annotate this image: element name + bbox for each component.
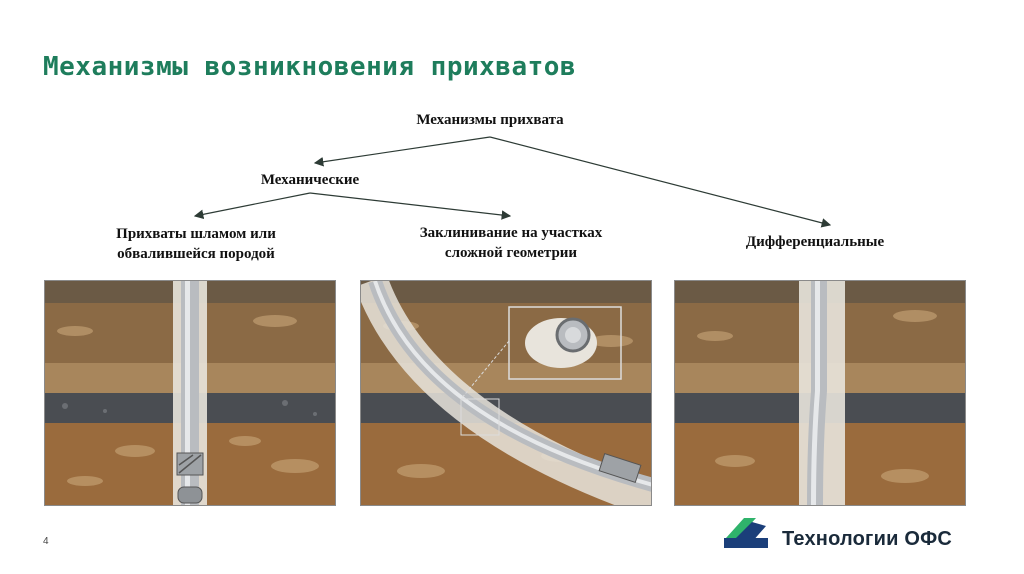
illustration-cuttings-pack-off xyxy=(44,280,336,506)
leaf-cuttings-line1: Прихваты шламом или xyxy=(116,226,276,242)
arrow-mechanical-to-geometry xyxy=(309,192,512,220)
illustration-wellbore-geometry xyxy=(360,280,652,506)
cross-section-icon xyxy=(525,317,597,368)
arrow-mechanical-to-cuttings xyxy=(193,192,311,220)
arrow-root-to-mechanical xyxy=(313,136,491,167)
page-number: 4 xyxy=(43,536,49,547)
leaf-geometry-label: Заклинивание на участках сложной геометр… xyxy=(380,223,642,263)
stabilizer-icon xyxy=(176,452,204,476)
leaf-differential-line1: Дифференциальные xyxy=(745,234,885,250)
tree-mechanical-label: Механические xyxy=(260,172,360,188)
rock-strata-image xyxy=(675,281,965,505)
page-title: Механизмы возникновения прихватов xyxy=(43,52,577,82)
illustration-differential-sticking xyxy=(674,280,966,506)
arrow-root-to-differential xyxy=(489,136,832,228)
leaf-cuttings-line2: обвалившейся породой xyxy=(117,246,275,262)
leaf-geometry-line2: сложной геометрии xyxy=(444,245,578,261)
rock-strata-image xyxy=(361,281,651,505)
logo-text: Технологии ОФС xyxy=(782,528,953,550)
stabilizer-icon xyxy=(598,452,642,484)
tree-root-label: Механизмы прихвата xyxy=(416,112,564,128)
leaf-geometry-line1: Заклинивание на участках xyxy=(419,225,603,241)
leaf-cuttings-label: Прихваты шламом или обвалившейся породой xyxy=(70,224,322,264)
company-logo: Технологии ОФС xyxy=(722,512,992,556)
leaf-differential-label: Дифференциальные xyxy=(700,232,930,252)
bit-icon xyxy=(177,486,203,504)
logo-mark-icon xyxy=(724,518,768,548)
rock-strata-image xyxy=(45,281,335,505)
